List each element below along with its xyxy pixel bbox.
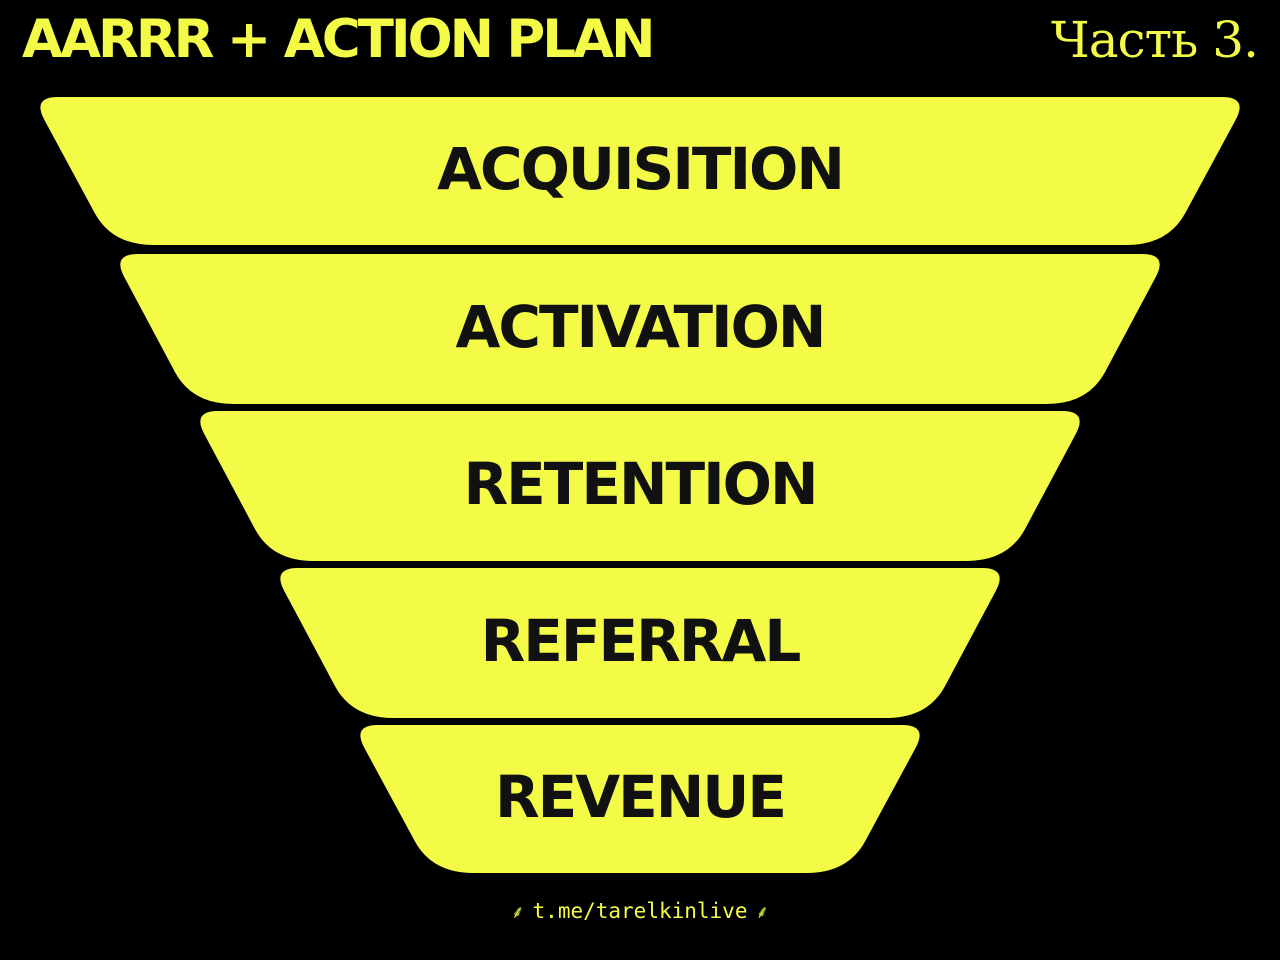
funnel-band <box>360 725 920 873</box>
funnel-band <box>200 411 1080 561</box>
funnel-band <box>280 568 1000 718</box>
funnel-stage-referral: REFERRAL <box>280 568 1000 718</box>
funnel-stage-acquisition: ACQUISITION <box>40 97 1240 245</box>
flourish-left-icon: ⸙ <box>511 902 525 923</box>
funnel-stage-label: ACTIVATION <box>456 293 825 361</box>
funnel-stage-label: REVENUE <box>495 763 785 831</box>
footer: ⸙ t.me/tarelkinlive ⸙ <box>0 896 1280 928</box>
funnel-stage-retention: RETENTION <box>200 411 1080 561</box>
funnel-band <box>120 254 1160 404</box>
funnel-stage-label: RETENTION <box>464 450 817 518</box>
flourish-right-icon: ⸙ <box>755 902 769 923</box>
part-label: Часть 3. <box>1051 11 1259 69</box>
funnel-band <box>40 97 1240 245</box>
page-title: AARRR + ACTION PLAN <box>22 9 655 70</box>
funnel-stage-label: ACQUISITION <box>437 135 843 203</box>
funnel-stage-revenue: REVENUE <box>360 725 920 873</box>
funnel-stage-activation: ACTIVATION <box>120 254 1160 404</box>
telegram-link[interactable]: t.me/tarelkinlive <box>532 899 748 923</box>
funnel-stage-label: REFERRAL <box>481 607 801 675</box>
